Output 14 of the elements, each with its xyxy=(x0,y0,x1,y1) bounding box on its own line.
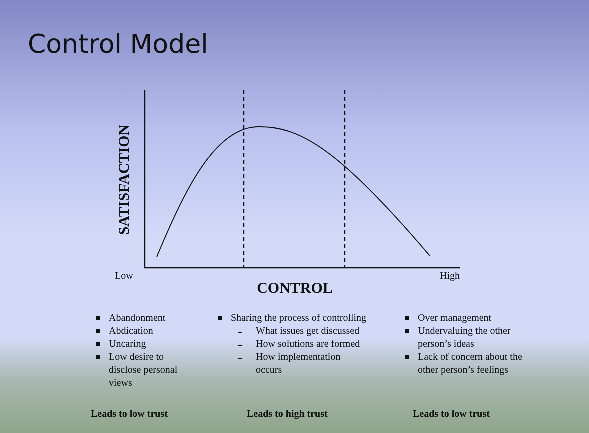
axis-title: SATISFACTION xyxy=(116,124,134,236)
axis-end-label: Low xyxy=(115,270,134,283)
bullet-point: Uncaring xyxy=(95,338,229,351)
bullet-point: Low desire to disclose personal views xyxy=(95,351,191,390)
sub-point: How implementation occurs xyxy=(232,351,361,377)
conclusion-text: Leads to low trust xyxy=(413,408,491,421)
bullet-point: Abdication xyxy=(95,325,229,338)
axis-end-label: High xyxy=(440,270,461,283)
slide-title: Control Model xyxy=(28,30,208,60)
axis-title: CONTROL xyxy=(256,280,334,298)
bullet-point: Lack of concern about the other person’s feelings xyxy=(404,351,528,377)
conclusion-text: Leads to low trust xyxy=(91,408,169,421)
bullet-point: Over management xyxy=(404,312,548,325)
conclusion-text: Leads to high trust xyxy=(247,408,329,421)
